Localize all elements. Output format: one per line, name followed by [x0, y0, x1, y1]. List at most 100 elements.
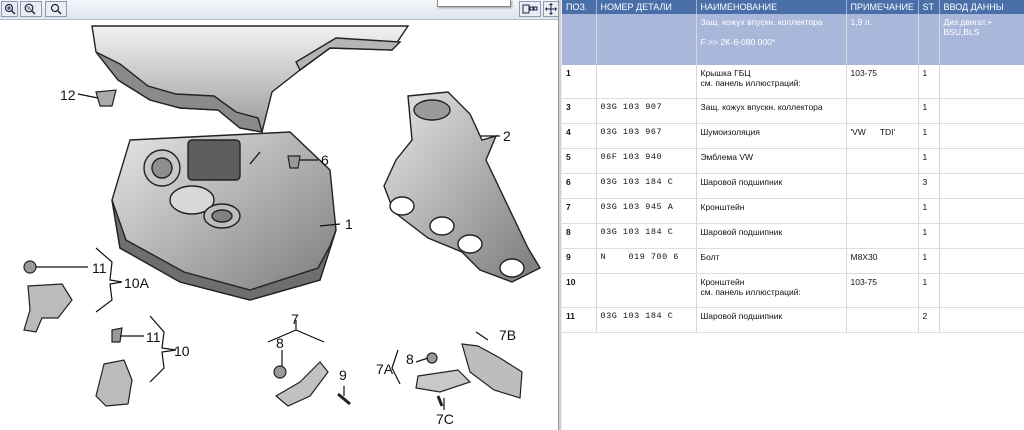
row-qty: 1 [918, 98, 940, 124]
row-note [846, 173, 919, 199]
row-name: Кронштейн [696, 198, 847, 224]
callout-6[interactable]: 6 [321, 152, 329, 168]
callout-10[interactable]: 10 [174, 343, 190, 359]
row-pos: 1 [562, 65, 597, 99]
engine-cover-shape [91, 25, 410, 133]
table-row[interactable]: 5 06F 103 940 Эмблема VW 1 [562, 148, 1024, 174]
row-qty: 1 [918, 273, 940, 308]
row-qty: 1 [918, 148, 940, 174]
bracket-7 [273, 361, 351, 407]
row-pos: 5 [562, 148, 597, 174]
fit-to-window-button[interactable] [519, 1, 541, 17]
cylinder-head-cover-shape [111, 131, 337, 301]
zoom-out-button[interactable] [45, 1, 67, 17]
bracket-10A [23, 260, 73, 333]
row-note-sub: 103-75 [850, 68, 877, 78]
callout-7[interactable]: 7 [291, 311, 299, 327]
callout-8[interactable]: 8 [276, 335, 284, 351]
table-row[interactable]: 1 Крышка ГБЦ см. панель иллюстраций: 103… [562, 65, 1024, 99]
group-engine-codes: BSU,BLS [943, 27, 980, 37]
ball-bearing-6 [287, 155, 301, 169]
pan-button[interactable] [543, 1, 559, 17]
row-part: 03G 103 907 [596, 98, 697, 124]
callout-8b[interactable]: 8 [406, 351, 414, 367]
row-part [596, 273, 697, 308]
table-row[interactable]: 8 03G 103 184 C Шаровой подшипник 1 [562, 223, 1024, 249]
callout-2[interactable]: 2 [503, 128, 511, 144]
row-pos: 11 [562, 307, 597, 333]
row-part: 03G 103 184 C [596, 223, 697, 249]
fit-icon [522, 4, 538, 14]
group-header-row[interactable]: Защ. кожух впускн. коллектора F >> 2K-6-… [562, 14, 1024, 65]
callout-10A[interactable]: 10A [124, 275, 149, 291]
bracket-7A [415, 352, 472, 407]
row-pos: 3 [562, 98, 597, 124]
row-name-sub: см. панель иллюстраций: [700, 78, 801, 88]
table-row[interactable]: 10 Кронштейн см. панель иллюстраций: 103… [562, 273, 1024, 308]
row-name: Шаровой подшипник [696, 307, 847, 333]
column-header-qty[interactable]: ST [918, 0, 940, 14]
pane-splitter[interactable] [558, 0, 562, 430]
svg-text:%: % [27, 6, 32, 12]
row-name: Шаровой подшипник [696, 173, 847, 199]
row-note: 'VW TDI' [846, 123, 919, 149]
callout-12[interactable]: 12 [60, 87, 76, 103]
row-name: Шаровой подшипник [696, 223, 847, 249]
row-qty: 1 [918, 198, 940, 224]
row-part: 03G 103 967 [596, 123, 697, 149]
row-note [846, 148, 919, 174]
dropdown-popup [437, 0, 511, 7]
callout-7B[interactable]: 7B [499, 327, 517, 343]
row-note [846, 198, 919, 224]
callout-11[interactable]: 11 [92, 260, 107, 276]
bracket-10 [95, 327, 133, 407]
row-pos: 6 [562, 173, 597, 199]
row-qty: 1 [918, 223, 940, 249]
row-note [846, 98, 919, 124]
leader-lines [36, 93, 500, 410]
zoom-percent-icon: % [24, 3, 36, 15]
row-name-sub: см. панель иллюстраций: [700, 287, 801, 297]
row-part [596, 65, 697, 99]
row-pos: 7 [562, 198, 597, 224]
row-name: Болт [696, 248, 847, 274]
row-pos: 8 [562, 223, 597, 249]
table-row[interactable]: 6 03G 103 184 C Шаровой подшипник 3 [562, 173, 1024, 199]
group-note: 1,9 л. [846, 14, 919, 65]
zoom-percent-button[interactable]: % [20, 1, 42, 17]
row-part: 03G 103 184 C [596, 307, 697, 333]
ball-bearing-12 [95, 89, 117, 107]
row-pos: 4 [562, 123, 597, 149]
zoom-in-button[interactable] [1, 1, 18, 17]
column-header-input[interactable]: ВВОД ДАННЫ [939, 0, 1024, 14]
column-header-part-number[interactable]: НОМЕР ДЕТАЛИ [596, 0, 697, 14]
row-name: Защ. кожух впускн. коллектора [696, 98, 847, 124]
row-note: M8X30 [846, 248, 919, 274]
column-header-note[interactable]: ПРИМЕЧАНИЕ [846, 0, 919, 14]
table-row[interactable]: 9 N 019 700 6 Болт M8X30 1 [562, 248, 1024, 274]
image-toolbar: % [0, 0, 560, 20]
row-qty: 2 [918, 307, 940, 333]
callout-9[interactable]: 9 [339, 367, 347, 383]
table-row[interactable]: 4 03G 103 967 Шумоизоляция 'VW TDI' 1 [562, 123, 1024, 149]
column-header-name[interactable]: НАИМЕНОВАНИЕ [696, 0, 847, 14]
row-qty: 1 [918, 65, 940, 99]
row-note [846, 307, 919, 333]
table-row[interactable]: 3 03G 103 907 Защ. кожух впускн. коллект… [562, 98, 1024, 124]
parts-table-pane: ПОЗ. НОМЕР ДЕТАЛИ НАИМЕНОВАНИЕ ПРИМЕЧАНИ… [562, 0, 1024, 430]
callout-7C[interactable]: 7C [436, 411, 454, 427]
row-qty: 1 [918, 123, 940, 149]
row-qty: 1 [918, 248, 940, 274]
callout-7A[interactable]: 7A [376, 361, 394, 377]
callout-1[interactable]: 1 [345, 216, 353, 232]
zoom-in-icon [4, 3, 16, 15]
illustration-pane: % [0, 0, 560, 427]
callout-11b[interactable]: 11 [146, 329, 161, 345]
row-pos: 10 [562, 273, 597, 308]
row-name: Эмблема VW [696, 148, 847, 174]
table-row[interactable]: 11 03G 103 184 C Шаровой подшипник 2 [562, 307, 1024, 333]
group-engine: Диз.двигат.+ [943, 17, 993, 27]
column-header-pos[interactable]: ПОЗ. [562, 0, 597, 14]
parts-table: ПОЗ. НОМЕР ДЕТАЛИ НАИМЕНОВАНИЕ ПРИМЕЧАНИ… [562, 0, 1024, 333]
table-row[interactable]: 7 03G 103 945 A Кронштейн 1 [562, 198, 1024, 224]
